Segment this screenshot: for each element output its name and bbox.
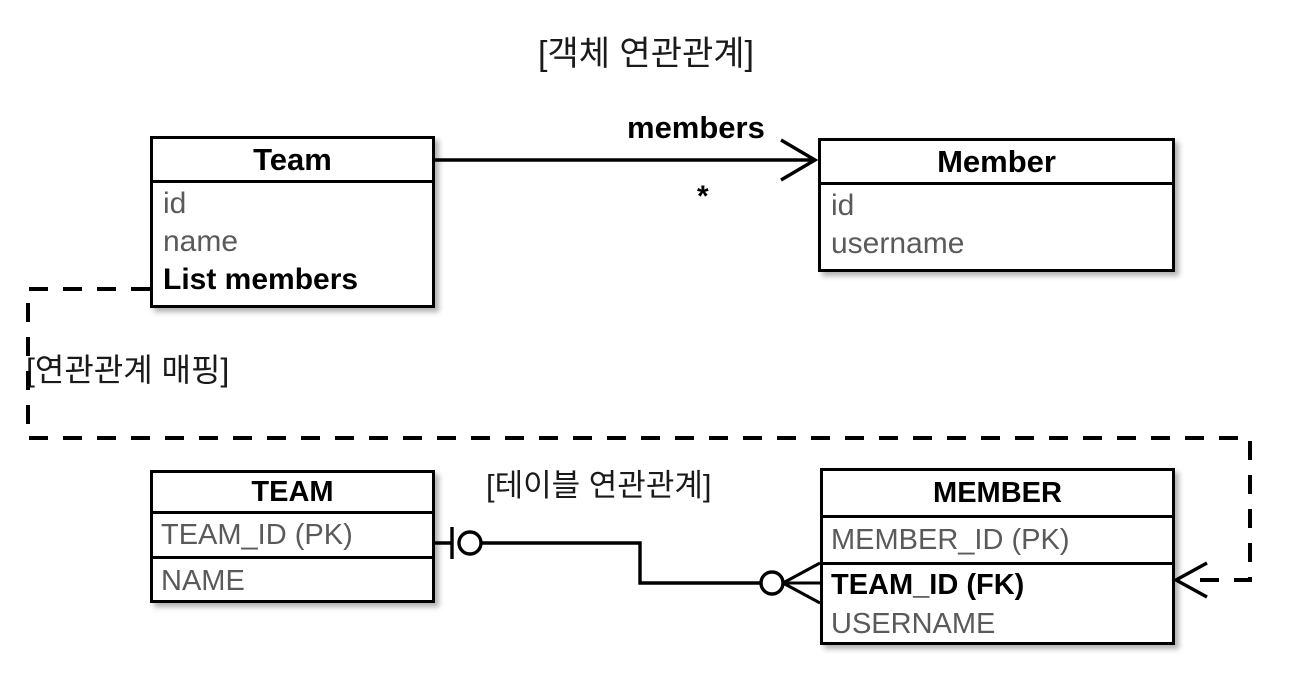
column-team-name: NAME xyxy=(161,565,245,597)
table-relation-label: [테이블 연관관계] xyxy=(486,468,712,503)
class-name-team: Team xyxy=(153,139,432,183)
table-row: MEMBER_ID (PK) xyxy=(823,518,1172,565)
attribute-team-name: name xyxy=(163,225,239,258)
class-attributes-team: id name List members xyxy=(153,183,432,299)
attribute-member-username: username xyxy=(831,227,965,260)
mapping-section-label: [연관관계 매핑] xyxy=(26,352,230,388)
crowsfoot-relationship xyxy=(435,527,821,605)
table-row: TEAM_ID (FK) USERNAME xyxy=(823,565,1172,645)
table-box-member[interactable]: MEMBER MEMBER_ID (PK) TEAM_ID (FK) USERN… xyxy=(820,468,1175,645)
table-name-member: MEMBER xyxy=(823,471,1172,518)
table-row: NAME xyxy=(153,559,432,604)
table-name-team: TEAM xyxy=(153,473,432,514)
attribute-team-id: id xyxy=(163,187,187,220)
attribute-member-id: id xyxy=(831,189,855,222)
column-team-id: TEAM_ID (PK) xyxy=(161,518,353,551)
class-name-member: Member xyxy=(821,141,1172,185)
association-arrow-team-member xyxy=(435,138,819,182)
table-box-team[interactable]: TEAM TEAM_ID (PK) NAME xyxy=(150,470,435,603)
class-box-team[interactable]: Team id name List members xyxy=(150,136,435,308)
column-member-id: MEMBER_ID (PK) xyxy=(831,523,1070,556)
table-row: TEAM_ID (PK) xyxy=(153,514,432,559)
diagram-title: [객체 연관관계] xyxy=(537,35,755,73)
column-member-username: USERNAME xyxy=(831,608,996,640)
association-multiplicity: * xyxy=(697,180,709,213)
class-attributes-member: id username xyxy=(821,185,1172,263)
class-box-member[interactable]: Member id username xyxy=(818,138,1175,272)
column-member-team-id-fk: TEAM_ID (FK) xyxy=(831,569,1025,601)
attribute-team-list-members: List members xyxy=(163,263,359,296)
association-label: members xyxy=(627,110,765,145)
